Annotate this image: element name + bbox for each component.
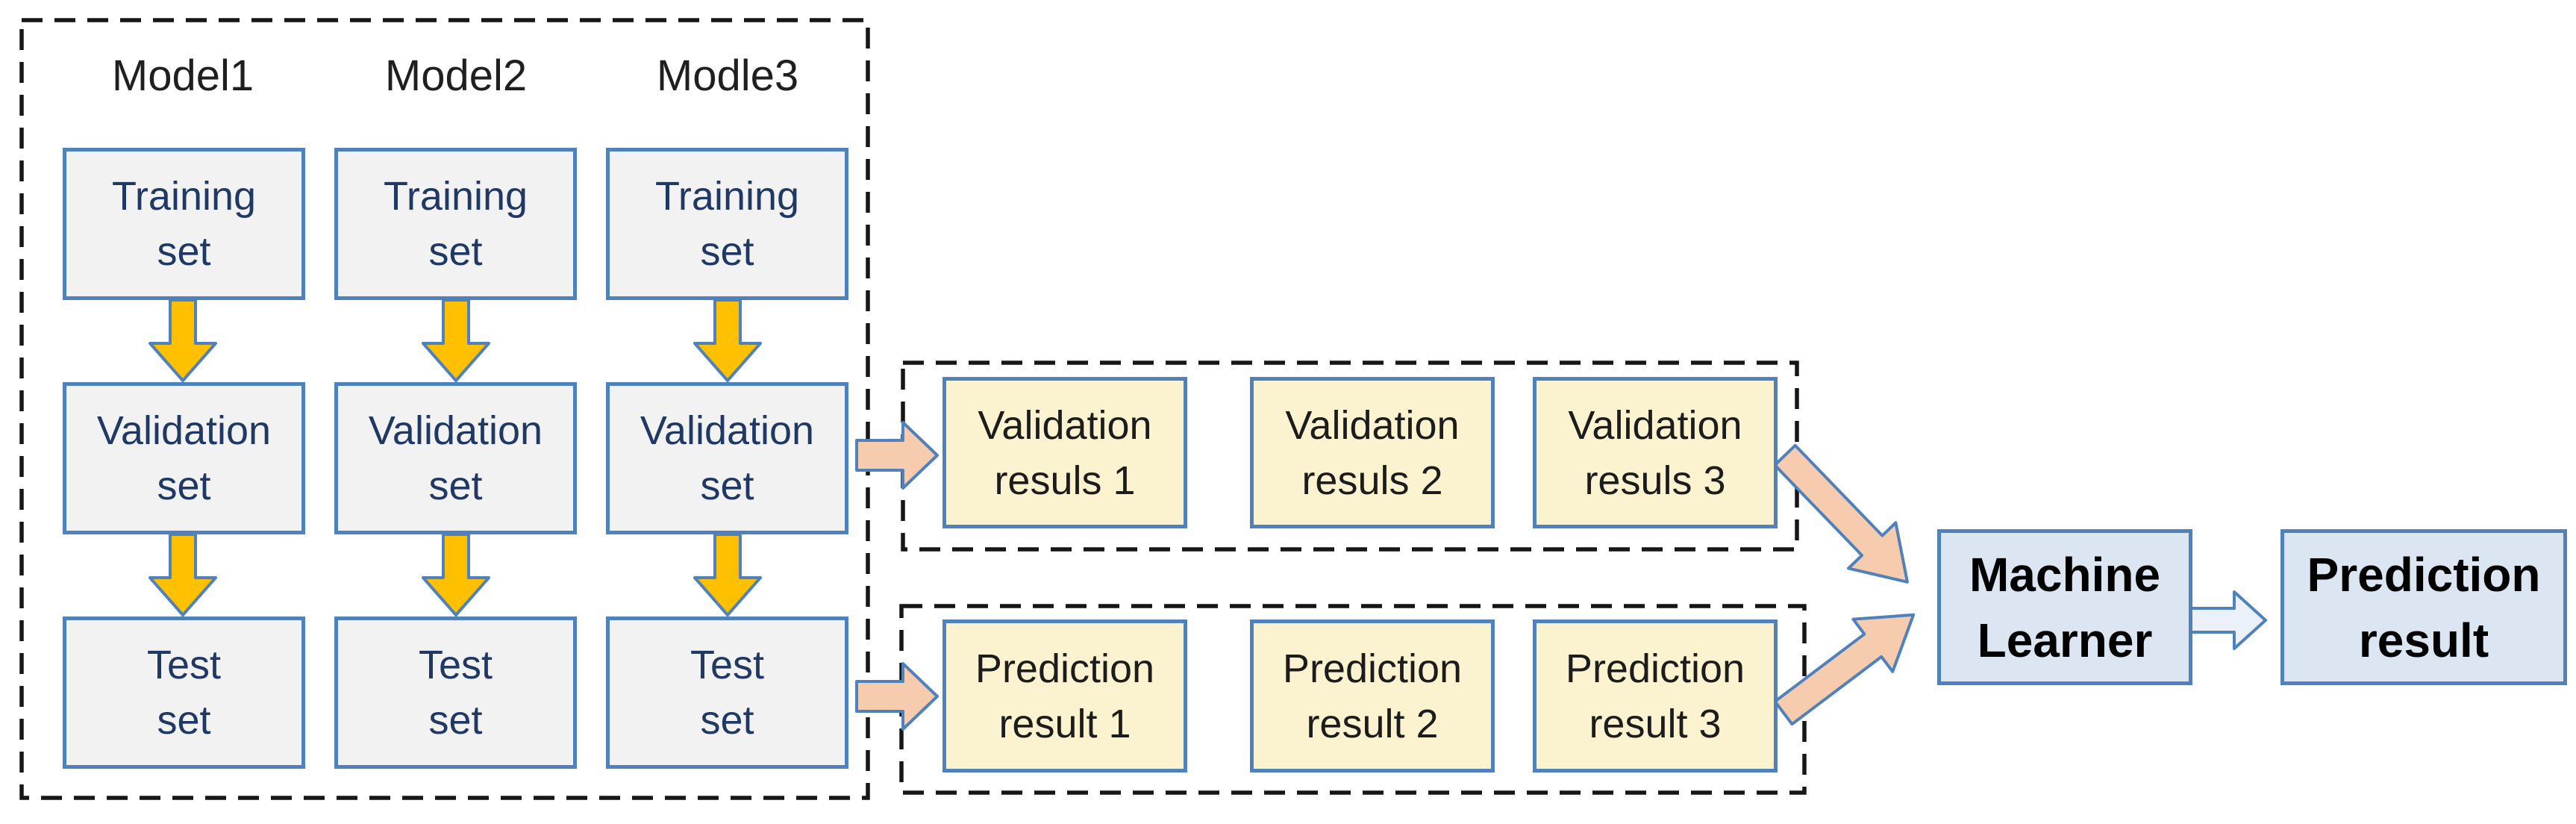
validation-results-box-1: Validation resuls 1: [942, 377, 1187, 528]
box-label: Prediction: [1565, 646, 1745, 691]
box-label: Machine: [1969, 547, 2161, 602]
validation-results-box-3: Validation resuls 3: [1533, 377, 1778, 528]
box-label: result 1: [998, 701, 1131, 746]
box-label: Test: [146, 643, 222, 687]
models-group-dashed-border: [19, 18, 870, 800]
machine-learner-box: Machine Learner: [1937, 529, 2192, 685]
down-arrow-icon: [149, 299, 217, 382]
box-label: Validation: [1568, 402, 1742, 448]
box-label: set: [428, 698, 483, 743]
box-label: set: [700, 229, 754, 274]
down-arrow-icon: [422, 533, 490, 617]
box-label: result 3: [1589, 701, 1722, 746]
test-set-box-2: Test set: [334, 617, 577, 769]
prediction-result-box-2: Prediction result 2: [1250, 619, 1495, 772]
box-label: set: [428, 229, 483, 274]
box-label: Training: [654, 174, 800, 219]
box-label: Training: [111, 174, 257, 219]
box-label: set: [157, 229, 211, 274]
training-set-box-3: Training set: [606, 148, 848, 300]
box-label: set: [157, 698, 211, 743]
box-label: resuls 1: [994, 458, 1136, 503]
validation-results-box-2: Validation resuls 2: [1250, 377, 1495, 528]
down-arrow-icon: [422, 299, 490, 382]
box-label: Validation: [1285, 402, 1460, 448]
diagonal-arrow-up-icon: [1773, 613, 1916, 726]
model-column-title-2: Model2: [384, 51, 528, 100]
box-label: set: [700, 698, 754, 743]
down-arrow-icon: [693, 533, 762, 617]
box-label: result: [2358, 613, 2489, 667]
box-label: Validation: [96, 408, 272, 453]
box-label: Learner: [1977, 613, 2153, 667]
prediction-result-box-3: Prediction result 3: [1533, 619, 1778, 772]
right-arrow-icon: [855, 662, 939, 731]
validation-set-box-2: Validation set: [334, 382, 577, 534]
validation-set-box-3: Validation set: [606, 382, 848, 534]
box-label: set: [428, 464, 483, 508]
box-label: resuls 2: [1301, 458, 1443, 503]
box-label: result 2: [1306, 701, 1439, 746]
validation-set-box-1: Validation set: [63, 382, 305, 534]
box-label: Training: [383, 174, 528, 219]
training-set-box-2: Training set: [334, 148, 577, 300]
box-label: Prediction: [2307, 547, 2541, 602]
diagonal-arrow-down-icon: [1773, 443, 1909, 584]
down-arrow-icon: [149, 533, 217, 617]
box-label: Test: [690, 643, 765, 687]
model-column-title-1: Model1: [111, 51, 254, 100]
down-arrow-icon: [693, 299, 762, 382]
box-label: Validation: [978, 402, 1152, 448]
box-label: Prediction: [1282, 646, 1463, 691]
prediction-result-final-box: Prediction result: [2280, 529, 2567, 685]
box-label: Validation: [640, 408, 815, 453]
prediction-result-box-1: Prediction result 1: [942, 619, 1187, 772]
right-arrow-icon: [855, 421, 939, 490]
box-label: set: [700, 464, 754, 508]
training-set-box-1: Training set: [63, 148, 305, 300]
test-set-box-1: Test set: [63, 617, 305, 769]
box-label: set: [157, 464, 211, 508]
box-label: Test: [418, 643, 493, 687]
box-label: Validation: [368, 408, 543, 453]
model-column-title-3: Modle3: [656, 51, 799, 100]
box-label: resuls 3: [1584, 458, 1726, 503]
box-label: Prediction: [975, 646, 1155, 691]
learner-output-arrow-icon: [2188, 590, 2267, 650]
test-set-box-3: Test set: [606, 617, 848, 769]
